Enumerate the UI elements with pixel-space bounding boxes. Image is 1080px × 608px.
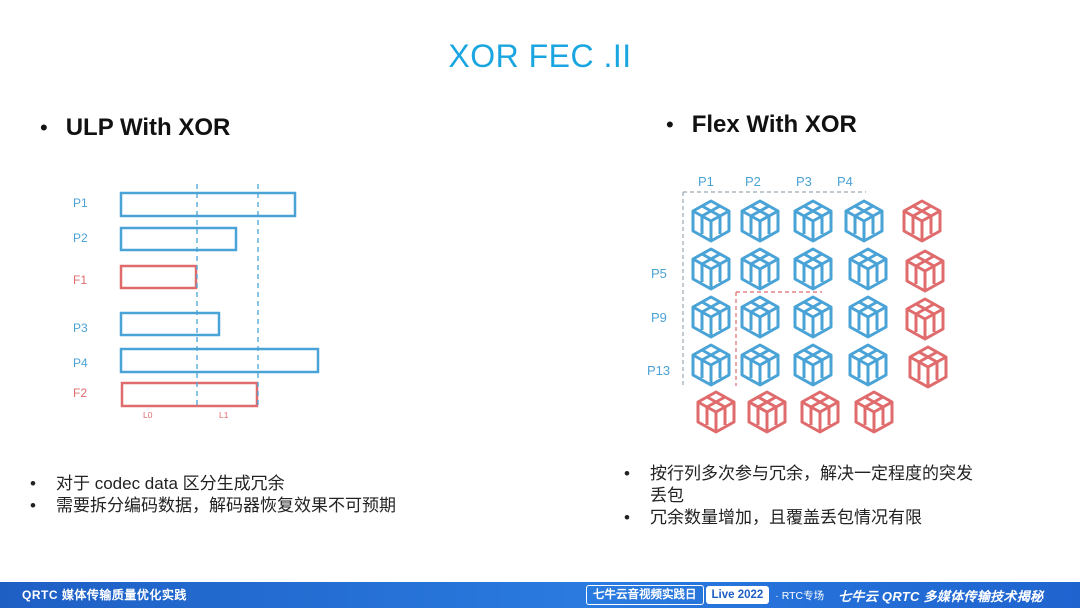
left-heading-text: ULP With XOR [65,114,231,141]
ulp-level-label: L1 [219,410,229,420]
ulp-bar-p3 [119,311,221,337]
bullet: • [666,112,674,137]
right-heading-text: Flex With XOR [691,111,857,138]
ulp-level-label: L0 [143,410,153,420]
footer-session-title: QRTC 媒体传输质量优化实践 [22,588,187,602]
bullet: • [40,115,48,140]
event-topic: 七牛云 QRTC 多媒体传输技术揭秘 [838,588,1044,604]
list-item-text: 按行列多次参与冗余，解决一定程度的突发丢包 [650,464,973,505]
right-heading: • Flex With XOR [666,111,857,139]
bullet: • [30,496,36,515]
ulp-row-label: P4 [73,356,88,370]
flex-col-label: P3 [796,174,812,189]
slide-title: XOR FEC .II [448,38,632,74]
bullet: • [624,508,630,527]
right-bullet-list: • 按行列多次参与冗余，解决一定程度的突发丢包 • 冗余数量增加，且覆盖丢包情况有限 [624,463,980,529]
ulp-row-label: F2 [73,386,87,400]
event-track: · RTC专场 [775,589,825,602]
list-item: • 冗余数量增加，且覆盖丢包情况有限 [624,507,980,529]
flex-row-label: P9 [651,310,667,325]
event-live-badge: Live 2022 [705,586,770,604]
left-bullet-list: • 对于 codec data 区分生成冗余 • 需要拆分编码数据，解码器恢复效果不… [30,473,500,517]
flex-col-label: P2 [745,174,761,189]
list-item: • 需要拆分编码数据，解码器恢复效果不可预期 [30,495,500,517]
flex-row-label: P13 [647,363,670,378]
bullet: • [30,474,36,493]
list-item-text: 需要拆分编码数据，解码器恢复效果不可预期 [56,496,396,515]
ulp-row-label: P3 [73,321,88,335]
ulp-bar-p2 [119,226,238,252]
bullet: • [624,464,630,483]
ulp-row-label: P2 [73,231,88,245]
flex-guide-top [682,191,866,386]
ulp-row-label: P1 [73,196,88,210]
ulp-bar-f1 [119,264,198,290]
flex-col-label: P4 [837,174,853,189]
flex-col-label: P1 [698,174,714,189]
flex-guide-inner [735,291,822,386]
list-item: • 按行列多次参与冗余，解决一定程度的突发丢包 [624,463,980,507]
list-item-text: 冗余数量增加，且覆盖丢包情况有限 [650,508,922,527]
footer-bar: QRTC 媒体传输质量优化实践 七牛云音视频实践日 Live 2022 · RT… [0,582,1080,608]
ulp-bar-f2 [120,381,259,408]
ulp-row-label: F1 [73,273,87,287]
flex-row-label: P5 [651,266,667,281]
footer-event-badge: 七牛云音视频实践日 Live 2022 · RTC专场 七牛云 QRTC 多媒体… [586,585,1043,605]
event-name: 七牛云音视频实践日 [586,585,704,605]
list-item: • 对于 codec data 区分生成冗余 [30,473,500,495]
ulp-bar-p4 [119,347,320,374]
list-item-text: 对于 codec data 区分生成冗余 [56,474,285,493]
left-heading: • ULP With XOR [40,114,230,142]
ulp-bar-p1 [119,191,297,218]
